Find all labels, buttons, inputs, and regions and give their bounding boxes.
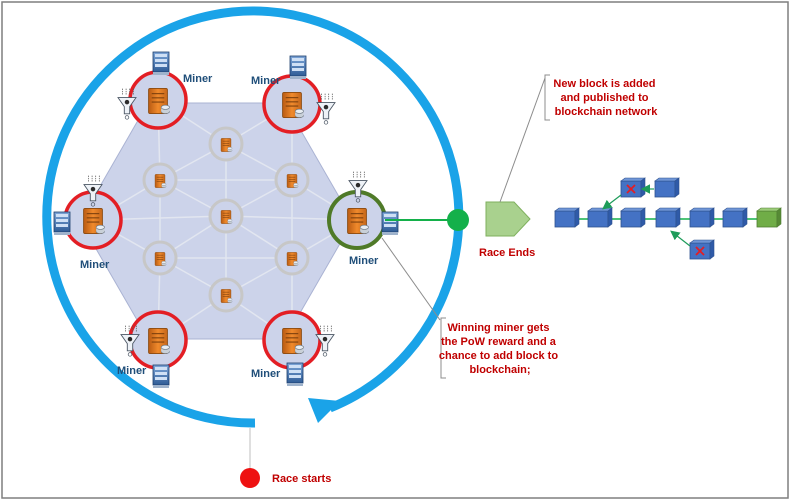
miner-top-left: Miner [117, 51, 213, 130]
miner-left: Miner [53, 175, 123, 271]
server-icon [286, 174, 299, 188]
callout-winner: Winning miner gets the PoW reward and a … [439, 322, 561, 376]
block [689, 207, 715, 228]
server-icon [154, 252, 167, 266]
new-block [756, 207, 782, 228]
miner-label: Miner [117, 365, 147, 377]
inner-node [142, 162, 178, 198]
race-ends-shape [485, 201, 531, 237]
callout-new-block-line: blockchain network [555, 106, 659, 118]
miner-top-right: Miner [251, 55, 336, 134]
race-ends-label: Race Ends [479, 247, 535, 259]
callout-winner-line: blockchain; [469, 364, 530, 376]
callout-winner-line: Winning miner gets [447, 322, 549, 334]
server-icon [220, 210, 233, 224]
race-ring [42, 6, 464, 428]
callout-new-block-line: and published to [560, 92, 648, 104]
block [620, 207, 646, 228]
block [554, 207, 580, 228]
server-icon [282, 91, 305, 119]
callout-winner-line: chance to add block to [439, 350, 558, 362]
callout-new-block-line: New block is added [553, 78, 655, 90]
rack-server-icon [289, 55, 307, 80]
inner-node [208, 277, 244, 313]
callout-winner-pointer [381, 237, 441, 321]
inner-node [142, 240, 178, 276]
miner-label: Miner [251, 75, 281, 87]
rack-server-icon [152, 364, 170, 389]
race-ring-arrowhead [308, 398, 340, 423]
inner-node [274, 240, 310, 276]
rack-server-icon [53, 211, 71, 236]
callout-winner-line: the PoW reward and a [441, 336, 557, 348]
server-icon [347, 207, 370, 235]
miner-bottom-left: Miner [117, 310, 188, 389]
server-icon [220, 138, 233, 152]
inner-node [274, 162, 310, 198]
block [655, 207, 681, 228]
rack-server-icon [286, 362, 304, 387]
cross-icon [626, 184, 636, 194]
race-starts-label: Race starts [272, 473, 331, 485]
server-icon [148, 87, 171, 115]
inner-node [208, 126, 244, 162]
block [722, 207, 748, 228]
callout-winner-bracket [440, 317, 446, 379]
blockchain [554, 177, 782, 260]
miner-label: Miner [349, 255, 379, 267]
miner-label: Miner [80, 259, 110, 271]
fork-arrow [602, 194, 622, 210]
rack-server-icon [381, 211, 399, 236]
block [587, 207, 613, 228]
miner-right-winner: Miner [327, 171, 399, 267]
callout-new-block: New block is added and published to bloc… [553, 78, 658, 118]
race-end-dot [447, 209, 469, 231]
miner-label: Miner [183, 73, 213, 85]
server-icon [220, 289, 233, 303]
server-icon [286, 252, 299, 266]
miner-bottom-right: Miner [251, 310, 335, 387]
rack-server-icon [152, 51, 170, 76]
race-start-dot [240, 468, 260, 488]
inner-node [208, 198, 244, 234]
fork-arrow [670, 230, 691, 247]
cross-icon [695, 246, 705, 256]
server-icon [154, 174, 167, 188]
server-icon [83, 207, 106, 235]
block [654, 177, 680, 198]
callout-new-block-pointer [499, 77, 546, 203]
miner-label: Miner [251, 368, 281, 380]
server-icon [282, 327, 305, 355]
callout-new-block-bracket [544, 74, 550, 121]
server-icon [148, 327, 171, 355]
